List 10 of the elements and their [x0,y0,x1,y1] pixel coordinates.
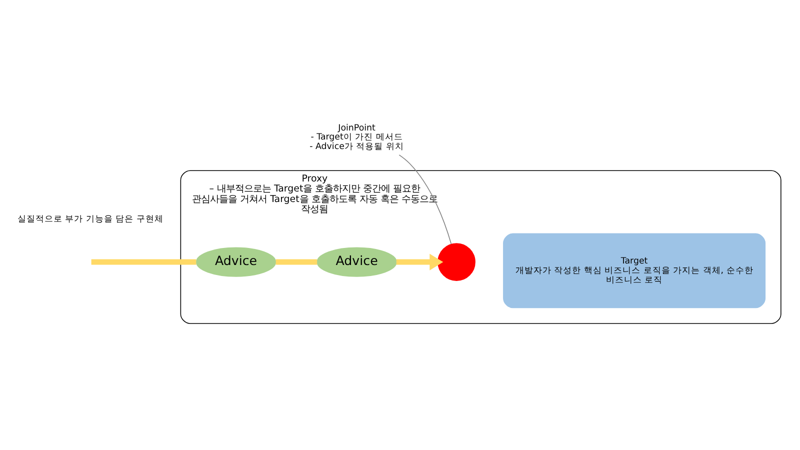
node-ellipse: Advice [316,247,397,277]
connector [276,259,318,265]
arrow [396,254,444,270]
node-ellipse: Advice [196,247,276,277]
node-text: JoinPoint - Target이 가진 메서드 - Advice가 적용될 위치 [310,123,404,152]
label: 실질적으로 부가 기능을 담은 구현체 [17,214,164,225]
connector [91,259,196,265]
node-box: Target 개발자가 작성한 핵심 비즈니스 로직을 가지는 객체, 순수한 비즈니스 로직 [503,233,766,308]
node-circle [438,243,476,281]
connector [398,154,452,244]
